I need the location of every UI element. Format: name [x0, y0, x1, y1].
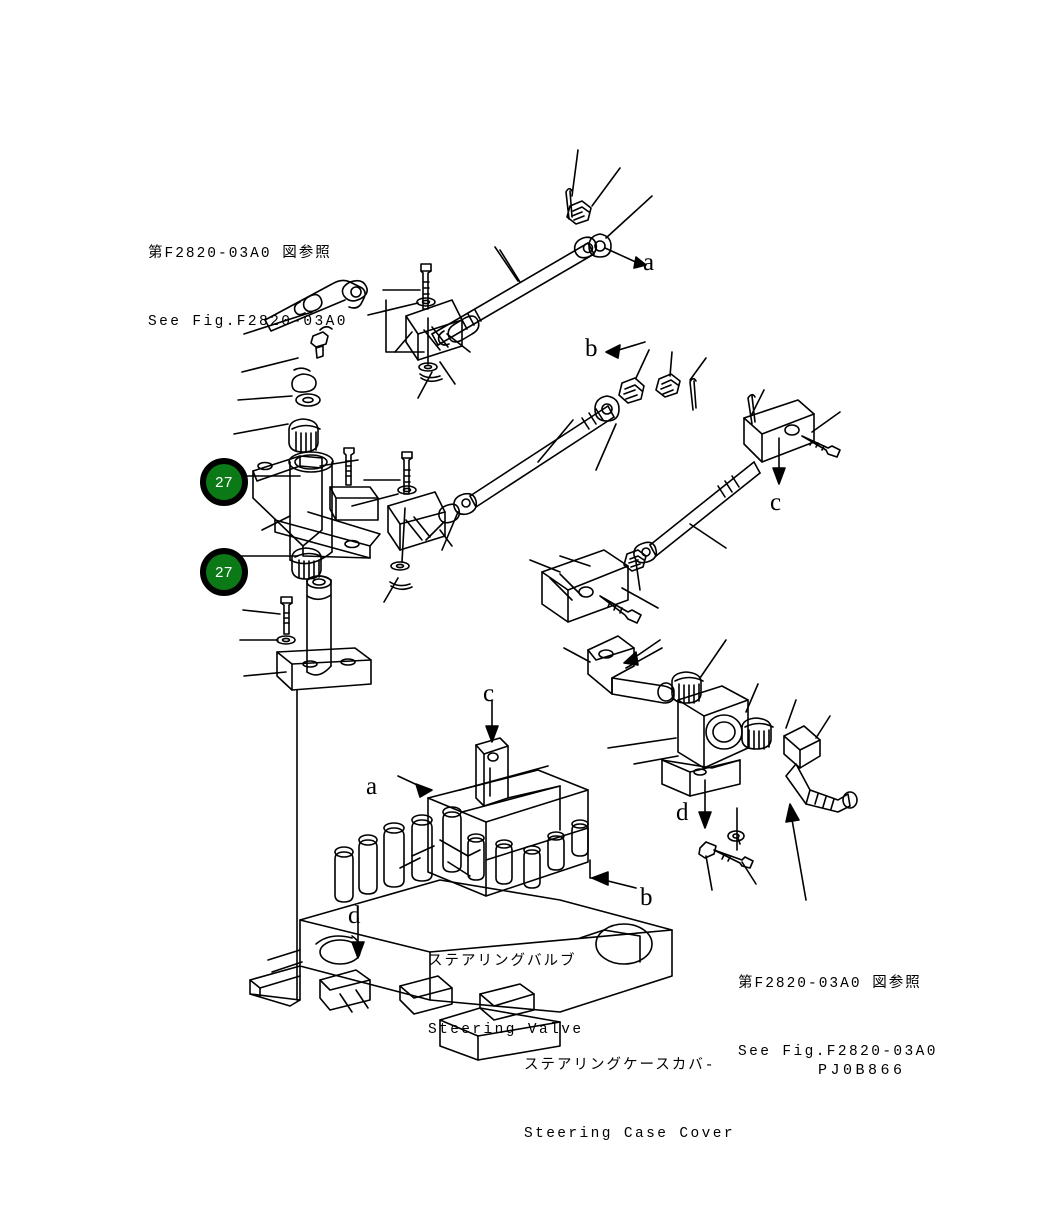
lower-right-bracket — [607, 683, 858, 901]
part-marker-number: 27 — [215, 473, 233, 491]
tie-rod-upper-assembly — [431, 149, 653, 346]
callout-letter-a-upper: a — [643, 249, 655, 276]
pivot-bracket-lower-assembly — [239, 547, 372, 691]
reference-note-top-left: 第F2820-03A0 図参照 See Fig.F2820-03A0 — [148, 198, 348, 379]
component-label-en: Steering Case Cover — [524, 1125, 735, 1142]
callout-letter-d-right: d — [676, 799, 689, 826]
callout-letter-b-upper: b — [585, 335, 598, 362]
callout-letter-a-valve: a — [366, 773, 378, 800]
upper-mount-block — [367, 263, 471, 399]
tie-rod-middle-assembly — [438, 341, 707, 551]
reference-note-jp: 第F2820-03A0 図参照 — [148, 246, 332, 263]
reference-note-bottom-right: 第F2820-03A0 図参照 See Fig.F2820-03A0 — [738, 928, 938, 1109]
callout-letter-d-valve: d — [348, 902, 361, 929]
guide-line-upper — [385, 299, 425, 353]
component-label-en: Steering Valve — [428, 1021, 584, 1038]
bellcrank-assembly — [529, 549, 727, 704]
part-marker-27-lower[interactable]: 27 — [200, 548, 248, 596]
component-label-jp: ステアリングケースカバ- — [524, 1058, 716, 1075]
callout-letter-c-valve: c — [483, 680, 495, 707]
part-marker-number: 27 — [215, 563, 233, 581]
part-marker-27-upper[interactable]: 27 — [200, 458, 248, 506]
pivot-arm-upper-assembly — [233, 279, 381, 565]
reference-note-en: See Fig.F2820-03A0 — [148, 313, 348, 330]
steering-valve-assembly — [249, 699, 673, 1061]
middle-mount-block — [351, 451, 453, 603]
reference-note-jp: 第F2820-03A0 図参照 — [738, 976, 922, 993]
drawing-number: PJ0B866 — [818, 1062, 906, 1079]
component-label-steering-case-cover: ステアリングケースカバ- Steering Case Cover — [524, 1010, 735, 1191]
reference-note-en: See Fig.F2820-03A0 — [738, 1043, 938, 1060]
callout-letter-b-valve: b — [640, 884, 653, 911]
component-label-steering-valve: ステアリングバルブ Steering Valve — [428, 906, 583, 1087]
tie-rod-right-assembly — [623, 389, 841, 591]
component-label-jp: ステアリングバルブ — [428, 954, 577, 971]
callout-letter-c-right: c — [770, 489, 782, 516]
